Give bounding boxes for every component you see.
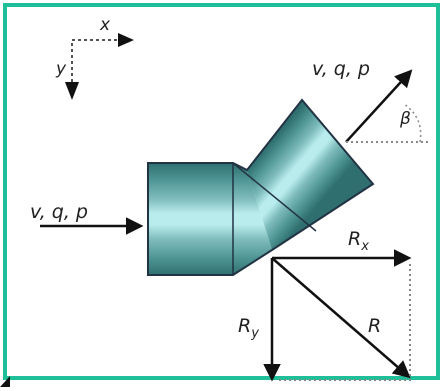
arrow-down-icon xyxy=(65,82,79,100)
angle-arc xyxy=(403,103,422,143)
pipe-bend xyxy=(147,98,375,276)
outlet-arrow xyxy=(345,69,413,143)
pipe-inlet-section xyxy=(148,163,233,275)
r-arrow xyxy=(271,257,411,379)
pipe-outlet-section xyxy=(247,100,373,250)
ry-label: Ry xyxy=(238,315,259,341)
pipe-elbow-section xyxy=(233,163,272,275)
outlet-label: v, q, p xyxy=(312,58,370,80)
arrow-right-icon xyxy=(118,33,134,47)
reaction-forces: Rx Ry R xyxy=(238,228,412,382)
outlet-flow: v, q, p β xyxy=(312,58,428,143)
pipe-outline xyxy=(147,98,375,276)
angle-label: β xyxy=(399,109,411,129)
axis-y-label: y xyxy=(55,59,67,79)
r-label: R xyxy=(368,315,381,337)
resultant-construction-lines xyxy=(278,264,411,381)
corner-triangle-mark xyxy=(0,376,10,387)
axis-indicator: x y xyxy=(55,15,134,100)
axis-x-label: x xyxy=(99,15,111,35)
inlet-label: v, q, p xyxy=(30,201,88,223)
inlet-flow: v, q, p xyxy=(30,201,144,235)
rx-label: Rx xyxy=(348,228,369,254)
